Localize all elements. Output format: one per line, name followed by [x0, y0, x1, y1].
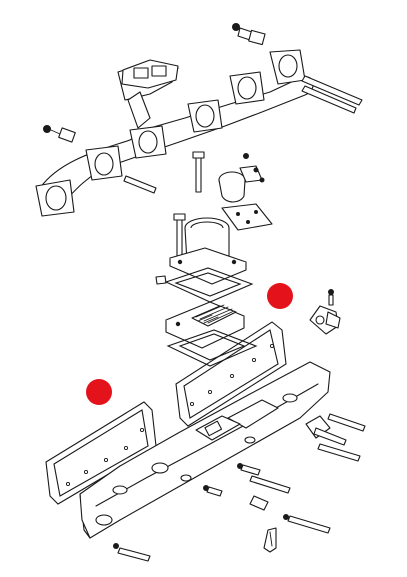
heater-relay-assembly: [192, 151, 273, 231]
upper-exhaust-manifold: [35, 23, 363, 217]
callout-marker-2[interactable]: [267, 283, 293, 309]
lower-intake-manifold: [79, 361, 347, 539]
right-gasket: [175, 321, 287, 427]
lower-bolts: [113, 413, 366, 562]
map-sensor: [309, 289, 341, 335]
bolt-head-dot-icon: [232, 23, 240, 31]
air-inlet-throat: [155, 213, 254, 303]
callout-marker-1[interactable]: [86, 379, 112, 405]
intake-heater: [165, 301, 258, 367]
